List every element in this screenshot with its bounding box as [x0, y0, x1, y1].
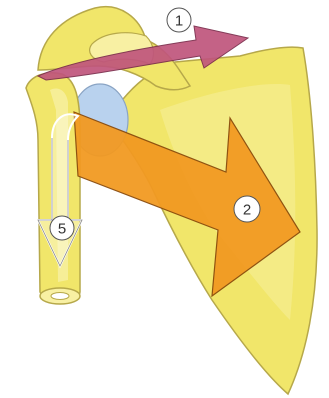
label-1-text: 1 — [175, 13, 183, 30]
humerus-marrow — [51, 293, 69, 300]
label-5-badge: 5 — [50, 216, 74, 240]
label-1-badge: 1 — [167, 8, 191, 32]
label-5-text: 5 — [58, 221, 66, 238]
label-2-text: 2 — [243, 202, 251, 219]
label-2-badge: 2 — [234, 196, 260, 222]
